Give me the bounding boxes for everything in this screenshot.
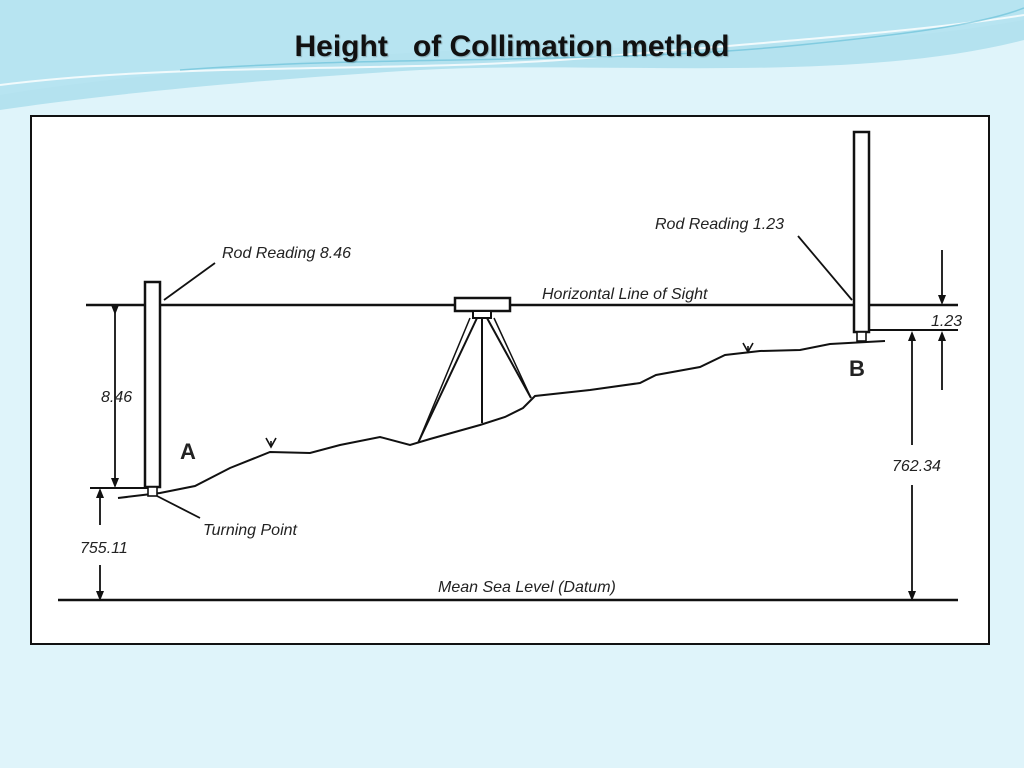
foresight-value-label: 1.23 bbox=[931, 313, 962, 330]
grass-tuft-a bbox=[265, 437, 277, 449]
leader-rod-reading-a bbox=[163, 262, 216, 301]
level-instrument bbox=[417, 296, 532, 444]
level-rod-a bbox=[143, 280, 162, 489]
rod-reading-a-label: Rod Reading 8.46 bbox=[222, 245, 351, 262]
elevation-b-label: 762.34 bbox=[892, 458, 941, 475]
rod-a-base bbox=[147, 486, 158, 497]
rod-reading-b-label: Rod Reading 1.23 bbox=[655, 216, 784, 233]
point-b-label: B bbox=[849, 356, 865, 381]
turning-point-label: Turning Point bbox=[203, 522, 298, 539]
point-a-label: A bbox=[180, 439, 196, 464]
slide-title: Height of Collimation method bbox=[294, 30, 730, 63]
level-rod-b bbox=[852, 130, 871, 334]
ground-profile bbox=[117, 340, 886, 499]
header-wave-light bbox=[0, 0, 1024, 95]
leader-turning-point bbox=[156, 495, 201, 519]
rod-b-base bbox=[856, 331, 867, 342]
backsight-value-label: 8.46 bbox=[101, 389, 132, 406]
datum-label: Mean Sea Level (Datum) bbox=[438, 579, 616, 596]
header-swoosh-2 bbox=[179, 7, 1024, 71]
line-of-sight-label: Horizontal Line of Sight bbox=[542, 286, 708, 303]
leader-rod-reading-b bbox=[797, 235, 853, 301]
elevation-a-label: 755.11 bbox=[80, 540, 128, 557]
grass-tuft-b bbox=[742, 342, 754, 354]
diagram-frame bbox=[30, 115, 990, 645]
